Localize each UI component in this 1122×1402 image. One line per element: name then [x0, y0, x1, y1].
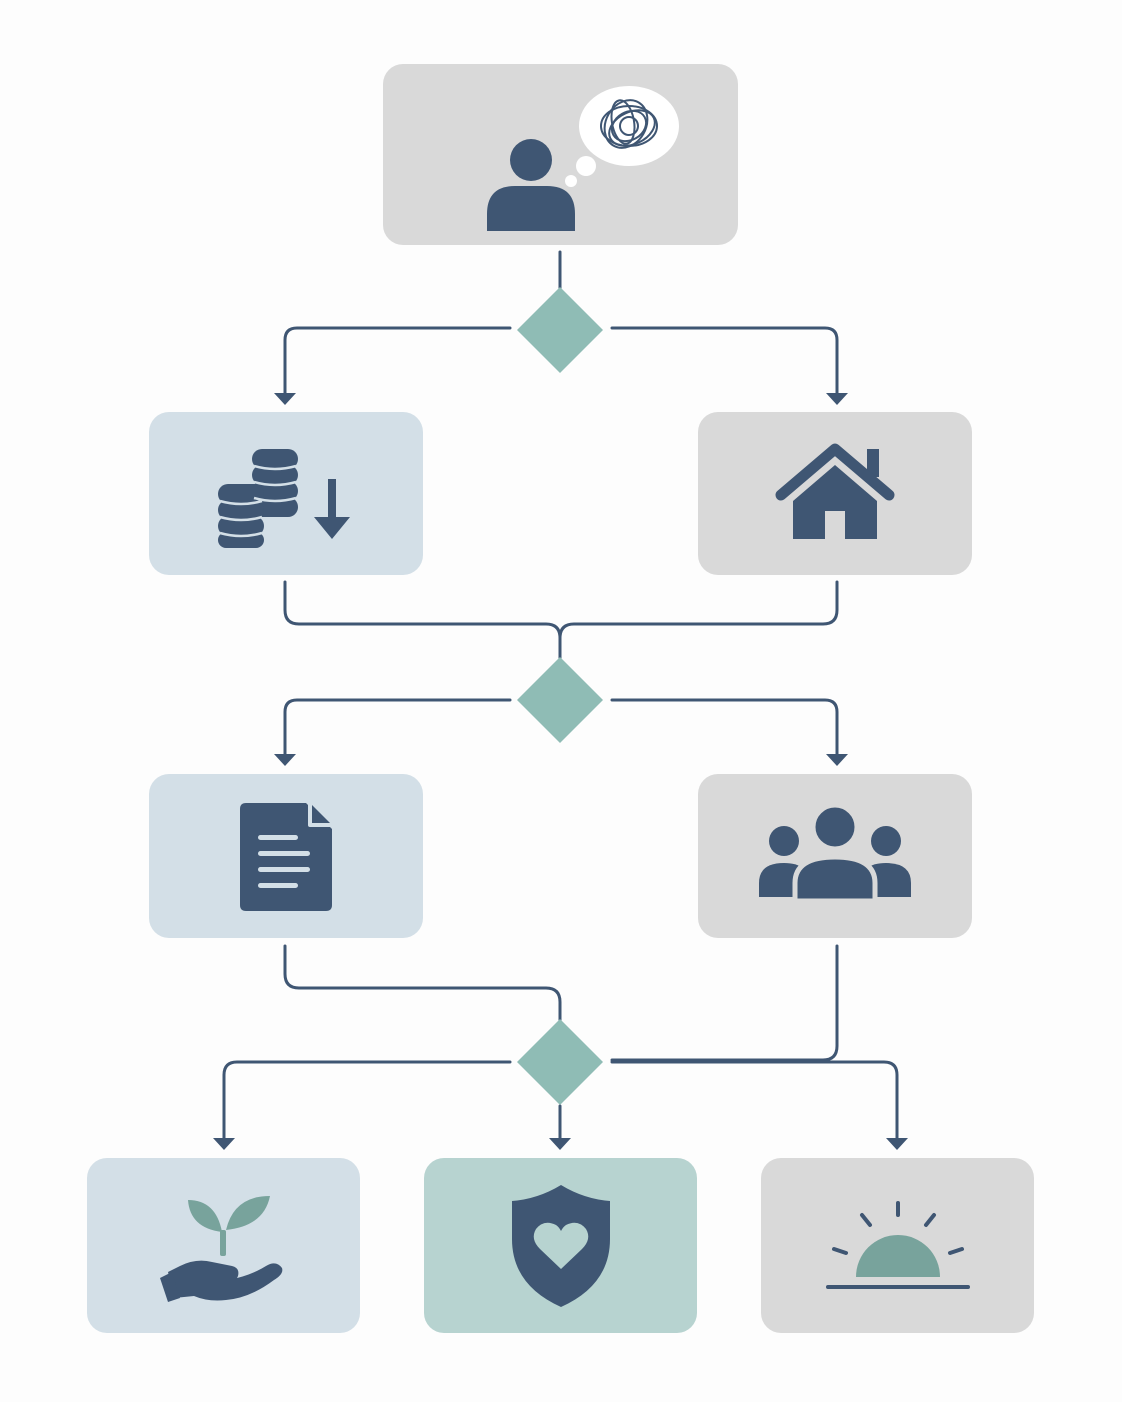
- arrowhead: [549, 1138, 571, 1150]
- connector-reduced-income-to-decision-2: [283, 580, 562, 660]
- connector-decision-3-to-care-protection: [549, 1104, 571, 1150]
- decision-2-decision-diamond: [517, 657, 603, 743]
- connector-line: [610, 1060, 899, 1142]
- connector-line: [283, 698, 512, 758]
- decision-3-decision-diamond: [517, 1019, 603, 1105]
- connector-decision-2-to-family-support: [610, 698, 848, 766]
- arrowhead: [826, 754, 848, 766]
- node-documents: [149, 774, 423, 938]
- node-reduced-income: [149, 412, 423, 575]
- connector-line: [610, 326, 839, 398]
- connector-decision-1-to-reduced-income: [274, 326, 512, 405]
- connector-line: [283, 326, 512, 398]
- connector-family-support-to-decision-3: [610, 944, 839, 1062]
- shield-heart-icon: [506, 1181, 616, 1311]
- sunrise-icon: [818, 1191, 978, 1301]
- coins-decrease-icon: [216, 439, 356, 549]
- node-new-beginning: [761, 1158, 1034, 1333]
- arrowhead: [213, 1138, 235, 1150]
- connector-line: [283, 580, 562, 660]
- connector-decision-1-to-housing: [610, 326, 848, 405]
- connector-line: [222, 1060, 512, 1142]
- node-start-overwhelmed: [383, 64, 738, 245]
- node-growth-support: [87, 1158, 360, 1333]
- connector-decision-2-to-documents: [274, 698, 512, 766]
- connector-line: [558, 580, 839, 640]
- connector-documents-to-decision-3: [283, 944, 562, 1022]
- connector-decision-3-to-growth-support: [213, 1060, 512, 1150]
- node-care-protection: [424, 1158, 697, 1333]
- arrowhead: [274, 754, 296, 766]
- connector-line: [283, 944, 562, 1022]
- connector-decision-3-to-new-beginning: [610, 1060, 908, 1150]
- arrowhead: [826, 393, 848, 405]
- arrowhead: [274, 393, 296, 405]
- connector-line: [610, 698, 839, 758]
- node-housing: [698, 412, 972, 575]
- connector-housing-to-decision-2: [558, 580, 839, 640]
- hand-sprout-icon: [154, 1186, 294, 1306]
- arrowhead: [886, 1138, 908, 1150]
- overwhelmed-person-thought-icon: [383, 64, 738, 245]
- connector-line: [610, 944, 839, 1062]
- document-icon: [236, 799, 336, 914]
- decision-1-decision-diamond: [517, 287, 603, 373]
- node-family-support: [698, 774, 972, 938]
- house-icon: [775, 439, 895, 549]
- people-group-icon: [755, 801, 915, 911]
